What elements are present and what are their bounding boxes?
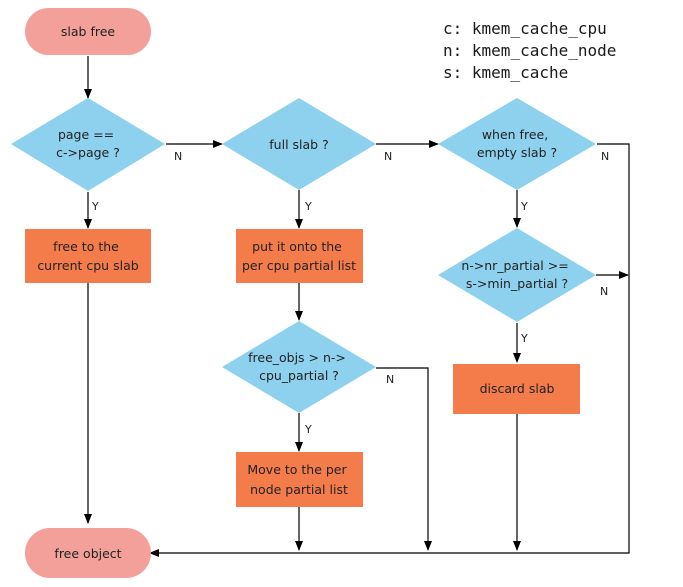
terminal-shape bbox=[25, 528, 151, 578]
terminal-label: slab free bbox=[61, 24, 116, 39]
process-discard-slab: discard slab bbox=[453, 364, 580, 414]
edge-labels: N Y N Y N Y N Y N Y bbox=[91, 150, 609, 436]
edge-label-yes: Y bbox=[520, 332, 528, 345]
edge-empty-slab-no bbox=[149, 143, 630, 557]
decision-free-objs: free_objs > n-> cpu_partial ? bbox=[222, 321, 376, 413]
decision-shape bbox=[438, 228, 596, 322]
decision-label-line: when free, bbox=[482, 127, 548, 142]
process-label-line: discard slab bbox=[480, 381, 555, 396]
decision-label-line: free_objs > n-> bbox=[248, 350, 346, 365]
edge-free-objs-no bbox=[376, 367, 432, 551]
svg-text:put it onto the per cp: put it onto the per cpu partial list bbox=[242, 239, 356, 273]
decision-label-line: full slab ? bbox=[269, 137, 328, 152]
edge-label-no: N bbox=[601, 150, 609, 163]
edge-label-no: N bbox=[384, 150, 392, 163]
svg-text:full slab ?: full slab ? bbox=[269, 137, 328, 152]
process-shape bbox=[236, 229, 363, 283]
process-label-line: put it onto the bbox=[252, 239, 342, 254]
process-shape bbox=[236, 452, 363, 507]
legend-separator: : bbox=[453, 63, 472, 82]
legend-value: kmem_cache_node bbox=[472, 41, 617, 60]
legend-value: kmem_cache bbox=[472, 63, 568, 82]
process-label-line: node partial list bbox=[250, 482, 348, 497]
svg-text:free to the current cp: free to the current cpu slab bbox=[37, 239, 138, 273]
terminal-label: free object bbox=[54, 546, 121, 561]
edge-label-no: N bbox=[600, 285, 608, 298]
terminal-slab-free: slab free bbox=[25, 8, 151, 55]
decision-label-line: s->min_partial ? bbox=[466, 276, 568, 291]
process-label-line: free to the bbox=[53, 239, 119, 254]
edge-label-no: N bbox=[174, 150, 182, 163]
process-free-to-cpu: free to the current cpu slab bbox=[25, 229, 151, 283]
decision-page-check: page == c->page ? bbox=[11, 98, 165, 191]
svg-text:slab free: slab free bbox=[61, 24, 116, 39]
legend-separator: : bbox=[453, 41, 472, 60]
edge-label-yes: Y bbox=[304, 423, 312, 436]
legend-key: n bbox=[443, 41, 453, 60]
legend-entry: c: kmem_cache_cpu bbox=[443, 19, 607, 38]
nodes: slab free page == c->page ? full slab ? … bbox=[11, 8, 596, 578]
decision-label-line: c->page ? bbox=[56, 145, 120, 160]
svg-text:free object: free object bbox=[54, 546, 121, 561]
process-move-node: Move to the per node partial list bbox=[236, 452, 363, 507]
decision-shape bbox=[11, 98, 165, 191]
decision-label-line: n->nr_partial >= bbox=[461, 258, 568, 273]
terminal-shape bbox=[25, 8, 151, 55]
svg-text:page == c->page ?: page == c->page ? bbox=[56, 127, 120, 160]
process-label-line: per cpu partial list bbox=[242, 258, 356, 273]
process-label-line: current cpu slab bbox=[37, 258, 138, 273]
legend-separator: : bbox=[453, 19, 472, 38]
process-label-line: Move to the per bbox=[247, 462, 347, 477]
decision-empty-slab: when free, empty slab ? bbox=[438, 98, 596, 190]
legend-entry: n: kmem_cache_node bbox=[443, 41, 616, 60]
edge-label-yes: Y bbox=[520, 200, 528, 213]
legend: c: kmem_cache_cpu n: kmem_cache_node s: … bbox=[443, 19, 616, 82]
decision-label-line: page == bbox=[58, 127, 114, 142]
legend-key: c bbox=[443, 19, 453, 38]
decision-full-slab: full slab ? bbox=[222, 98, 376, 190]
legend-value: kmem_cache_cpu bbox=[472, 19, 607, 38]
process-shape bbox=[453, 364, 580, 414]
process-shape bbox=[25, 229, 151, 283]
svg-text:when free, empty slab: when free, empty slab ? bbox=[477, 127, 557, 160]
svg-text:free_objs > n-> cpu_pa: free_objs > n-> cpu_partial ? bbox=[248, 350, 350, 383]
decision-shape bbox=[222, 98, 376, 190]
terminal-free-object: free object bbox=[25, 528, 151, 578]
decision-label-line: empty slab ? bbox=[477, 145, 557, 160]
legend-entry: s: kmem_cache bbox=[443, 63, 568, 82]
svg-text:Move to the per node p: Move to the per node partial list bbox=[247, 462, 350, 497]
decision-shape bbox=[222, 321, 376, 413]
connectors bbox=[84, 56, 630, 557]
decision-label-line: cpu_partial ? bbox=[259, 368, 339, 383]
decision-nr-partial: n->nr_partial >= s->min_partial ? bbox=[438, 228, 596, 322]
svg-text:discard slab: discard slab bbox=[480, 381, 555, 396]
edge-label-yes: Y bbox=[304, 200, 312, 213]
process-put-partial: put it onto the per cpu partial list bbox=[236, 229, 363, 283]
legend-key: s bbox=[443, 63, 453, 82]
svg-text:n->nr_partial >= s->mi: n->nr_partial >= s->min_partial ? bbox=[461, 258, 572, 291]
edge-label-yes: Y bbox=[91, 200, 99, 213]
decision-shape bbox=[438, 98, 596, 190]
edge-label-no: N bbox=[386, 373, 394, 386]
